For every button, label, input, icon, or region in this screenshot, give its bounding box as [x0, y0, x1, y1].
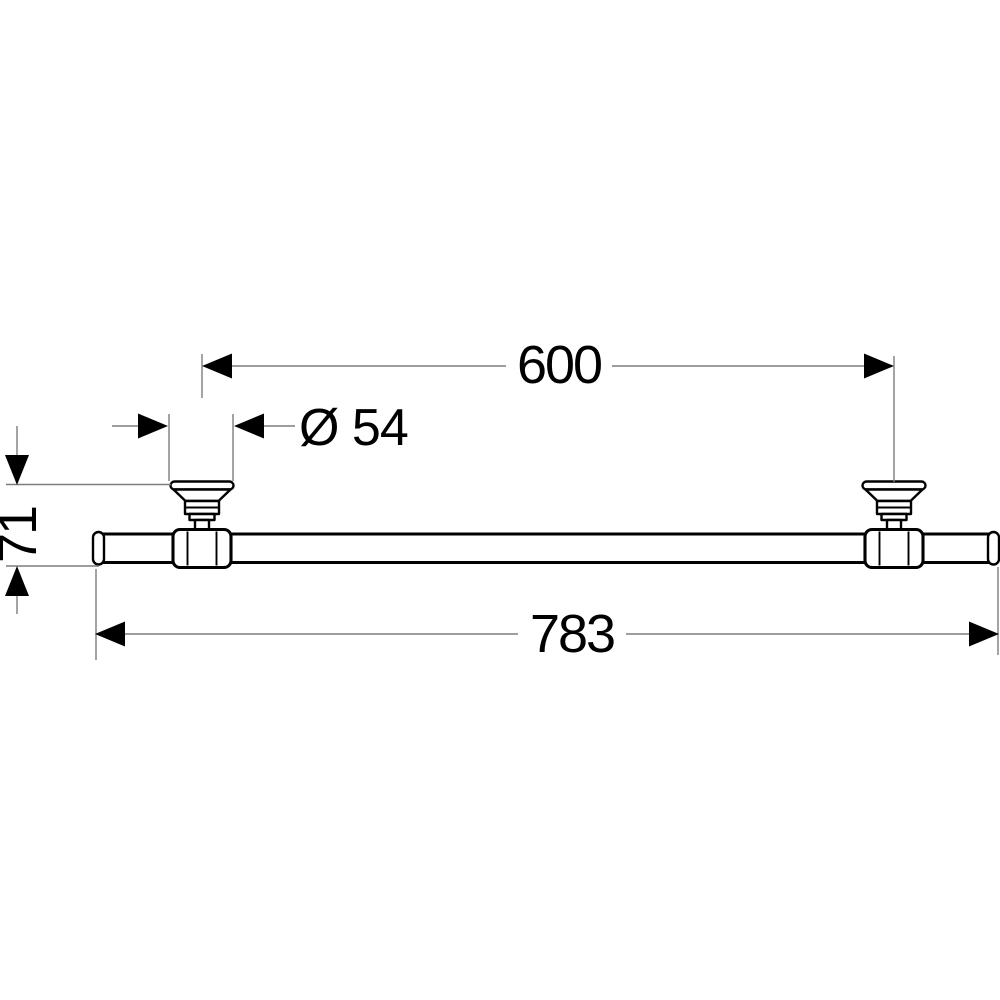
arrowhead-right: [234, 413, 264, 439]
dimension-label-71: 71: [0, 507, 48, 563]
arrowhead-left: [202, 353, 232, 379]
arrowhead-left: [95, 621, 125, 647]
bar-end-cap-right: [986, 530, 1000, 566]
wall-post-right: [860, 479, 928, 570]
towel-bar: [91, 479, 1000, 570]
dimension-flange-diameter: Ø 54: [112, 399, 409, 481]
arrowhead-top: [5, 455, 29, 485]
arrowhead-right: [864, 353, 894, 379]
dimension-mount-offset: 71: [0, 426, 171, 614]
dimension-overall-length: 783: [95, 567, 999, 664]
arrowhead-right: [969, 621, 999, 647]
bar-end-cap-left: [91, 530, 106, 566]
wall-post-left: [168, 479, 236, 570]
dimension-label-diameter-54: Ø 54: [299, 399, 408, 457]
arrowhead-bottom: [5, 566, 29, 596]
dimension-label-600: 600: [517, 335, 601, 395]
arrowhead-left: [138, 413, 168, 439]
dimension-wall-mount-spacing: 600: [201, 335, 895, 482]
dimension-label-783: 783: [530, 604, 614, 664]
